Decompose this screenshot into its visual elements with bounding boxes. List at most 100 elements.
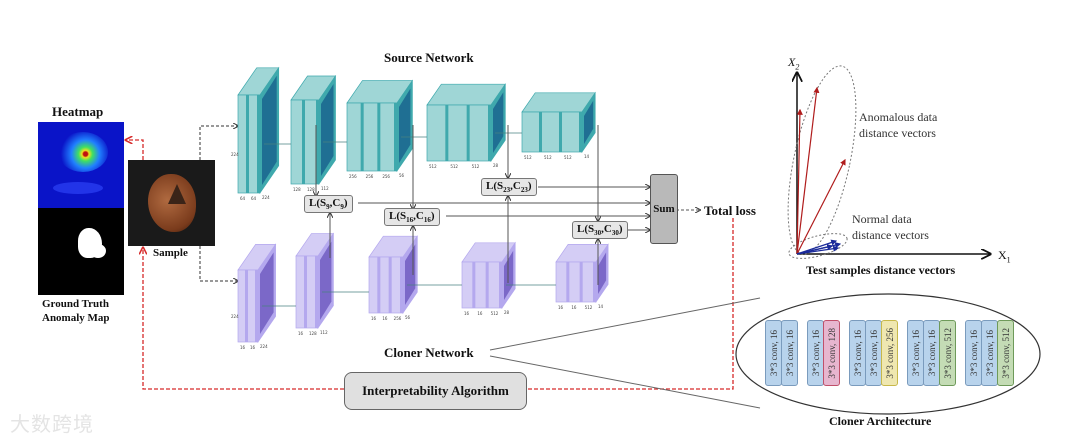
- source-dim-label: 64: [240, 196, 246, 201]
- cloner-side-label: 28: [504, 310, 510, 315]
- source-block-4: 512 512 512 28: [401, 83, 506, 169]
- cloner-input-dim: 224: [231, 314, 239, 319]
- cloner-dim-label: 16: [558, 305, 564, 310]
- conv-block-label: 3*3 conv, 16: [968, 329, 979, 377]
- heatmap-label: Heatmap: [52, 104, 104, 119]
- sample-to-cloner-arrow: [199, 246, 238, 281]
- cloner-dim-label: 16: [464, 311, 470, 316]
- cloner-side-label: 14: [598, 304, 604, 309]
- cloner-dim-label: 16: [571, 305, 577, 310]
- source-dim-label: 512: [472, 164, 480, 169]
- source-dim-label: 512: [429, 164, 437, 169]
- conv-block: 3*3 conv, 16: [849, 320, 866, 386]
- vector-plot-caption: Test samples distance vectors: [806, 263, 956, 277]
- conv-block-label: 3*3 conv, 16: [926, 329, 937, 377]
- source-dim-label: 128: [307, 187, 315, 192]
- cloner-dim-label: 512: [491, 311, 499, 316]
- ground-truth-label: Ground Truth: [42, 298, 109, 310]
- normal-vector-1: [796, 239, 838, 255]
- cloner-dim-label: 16: [371, 316, 377, 321]
- source-dim-label: 512: [564, 155, 572, 160]
- heatmap-image: [38, 122, 124, 208]
- source-dim-label: 256: [366, 174, 374, 179]
- anomalous-ellipse: [787, 65, 857, 255]
- source-dim-label: 256: [349, 174, 357, 179]
- source-side-label: 112: [321, 186, 329, 191]
- vector-plot: [787, 65, 990, 263]
- cloner-block-4: 16 16 512 28: [407, 241, 516, 316]
- feedback-line-right: [527, 218, 734, 390]
- source-side-label: 56: [399, 173, 405, 178]
- source-input-dim: 224: [231, 152, 239, 157]
- source-dim-label: 512: [450, 164, 458, 169]
- x1-axis-label: X1: [998, 248, 1011, 265]
- sample-label: Sample: [153, 247, 188, 259]
- source-block-2: 128 128 112: [264, 74, 337, 192]
- conv-block-label: 3*3 conv, 16: [868, 329, 879, 377]
- source-side-label: 224: [262, 195, 270, 200]
- conv-block-label: 3*3 conv, 16: [768, 329, 779, 377]
- anomalous-label-2: distance vectors: [859, 126, 936, 140]
- cloner-side-label: 112: [320, 330, 328, 335]
- anomaly-map-label: Anomaly Map: [42, 312, 110, 324]
- anomalous-vector-2: [796, 86, 820, 255]
- x2-axis-label: X2: [788, 55, 800, 72]
- cloner-architecture-ellipse: [735, 293, 1041, 415]
- cloner-side-label: 56: [405, 315, 411, 320]
- source-block-1: 64 64 224: [237, 66, 280, 201]
- source-dim-label: 256: [382, 174, 390, 179]
- cloner-dim-label: 16: [382, 316, 388, 321]
- source-network-title: Source Network: [384, 50, 474, 65]
- source-dim-label: 512: [544, 155, 552, 160]
- callout-line-bottom: [489, 355, 761, 409]
- sample-image: [128, 160, 215, 246]
- conv-block: 3*3 conv, 16: [865, 320, 882, 386]
- conv-block: 3*3 conv, 16: [765, 320, 782, 386]
- feedback-line-left: [143, 248, 344, 390]
- conv-block: 3*3 conv, 128: [823, 320, 840, 386]
- normal-vector-4: [796, 245, 840, 255]
- loss-box-23: L(S23,C23): [481, 178, 537, 197]
- normal-label-1: Normal data: [852, 212, 912, 226]
- anomalous-label-1: Anomalous data: [859, 110, 938, 124]
- cloner-architecture-caption: Cloner Architecture: [829, 414, 932, 428]
- watermark: 大数跨境: [10, 412, 94, 436]
- cloner-network-title: Cloner Network: [384, 345, 474, 360]
- conv-block-label: 3*3 conv, 16: [910, 329, 921, 377]
- sample-to-source-arrow: [199, 126, 238, 160]
- conv-block-label: 3*3 conv, 256: [884, 327, 895, 379]
- source-dim-label: 64: [251, 196, 257, 201]
- conv-block: 3*3 conv, 512: [939, 320, 956, 386]
- conv-block: 3*3 conv, 16: [923, 320, 940, 386]
- normal-ellipse: [788, 233, 848, 259]
- conv-block-label: 3*3 conv, 16: [784, 329, 795, 377]
- source-side-label: 28: [493, 163, 499, 168]
- conv-block-label: 3*3 conv, 16: [810, 329, 821, 377]
- conv-block: 3*3 conv, 256: [881, 320, 898, 386]
- loss-box-9: L(S9,C9): [304, 195, 353, 214]
- anomalous-vector-1: [796, 108, 803, 255]
- source-dim-label: 128: [293, 187, 301, 192]
- sum-box: Sum: [650, 174, 678, 244]
- cloner-dim-label: 512: [585, 305, 593, 310]
- conv-block: 3*3 conv, 16: [907, 320, 924, 386]
- interpretability-algorithm-box: Interpretability Algorithm: [344, 372, 527, 410]
- conv-block: 3*3 conv, 16: [807, 320, 824, 386]
- loss-box-30: L(S30,C30): [572, 221, 628, 240]
- conv-block-label: 3*3 conv, 16: [984, 329, 995, 377]
- normal-label-2: distance vectors: [852, 228, 929, 242]
- callout-line-top: [489, 297, 761, 351]
- conv-block: 3*3 conv, 16: [981, 320, 998, 386]
- ground-truth-map: [38, 208, 124, 295]
- source-dim-label: 512: [524, 155, 532, 160]
- anomalous-vector-3: [796, 158, 846, 255]
- cloner-dim-label: 16: [298, 331, 304, 336]
- total-loss-label: Total loss: [704, 203, 756, 218]
- cloner-dim-label: 16: [477, 311, 483, 316]
- loss-box-16: L(S16,C16): [384, 208, 440, 227]
